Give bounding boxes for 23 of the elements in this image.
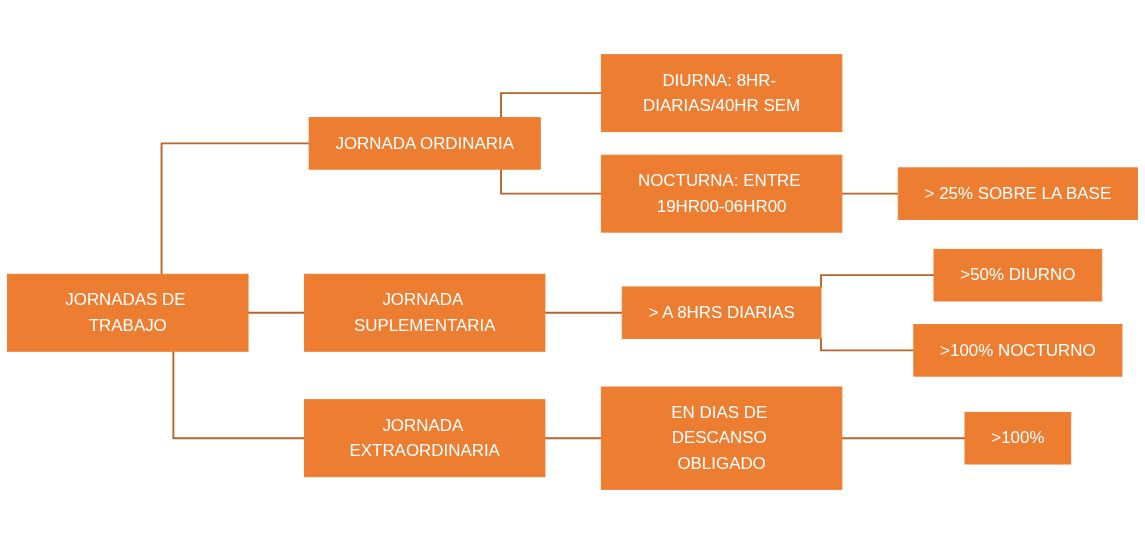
connector — [840, 192, 900, 195]
connector — [840, 437, 966, 440]
connector — [500, 92, 603, 119]
node-box: EN DIAS DE DESCANSO OBLIGADO — [600, 386, 843, 490]
node-box: >100% NOCTURNO — [913, 324, 1123, 377]
node-box: JORNADA EXTRAORDINARIA — [303, 399, 546, 478]
node-box: >50% DIURNO — [933, 248, 1103, 302]
connector — [500, 168, 603, 195]
connector — [544, 437, 603, 440]
node-box: > 25% SOBRE LA BASE — [897, 167, 1138, 220]
connector — [544, 311, 624, 314]
connector — [247, 311, 306, 314]
connector — [160, 142, 311, 276]
connector — [172, 350, 306, 440]
node-box: >100% — [964, 411, 1072, 465]
node-box: JORNADA SUPLEMENTARIA — [303, 273, 546, 352]
node-box: > A 8HRS DIARIAS — [621, 286, 822, 340]
node-box: JORNADA ORDINARIA — [308, 117, 541, 170]
connector — [820, 337, 915, 352]
node-box: DIURNA: 8HR- DIARIAS/40HR SEM — [600, 54, 843, 133]
node-box: NOCTURNA: ENTRE 19HR00-06HR00 — [600, 154, 843, 233]
node-box: JORNADAS DE TRABAJO — [7, 273, 249, 352]
connector — [820, 274, 935, 289]
